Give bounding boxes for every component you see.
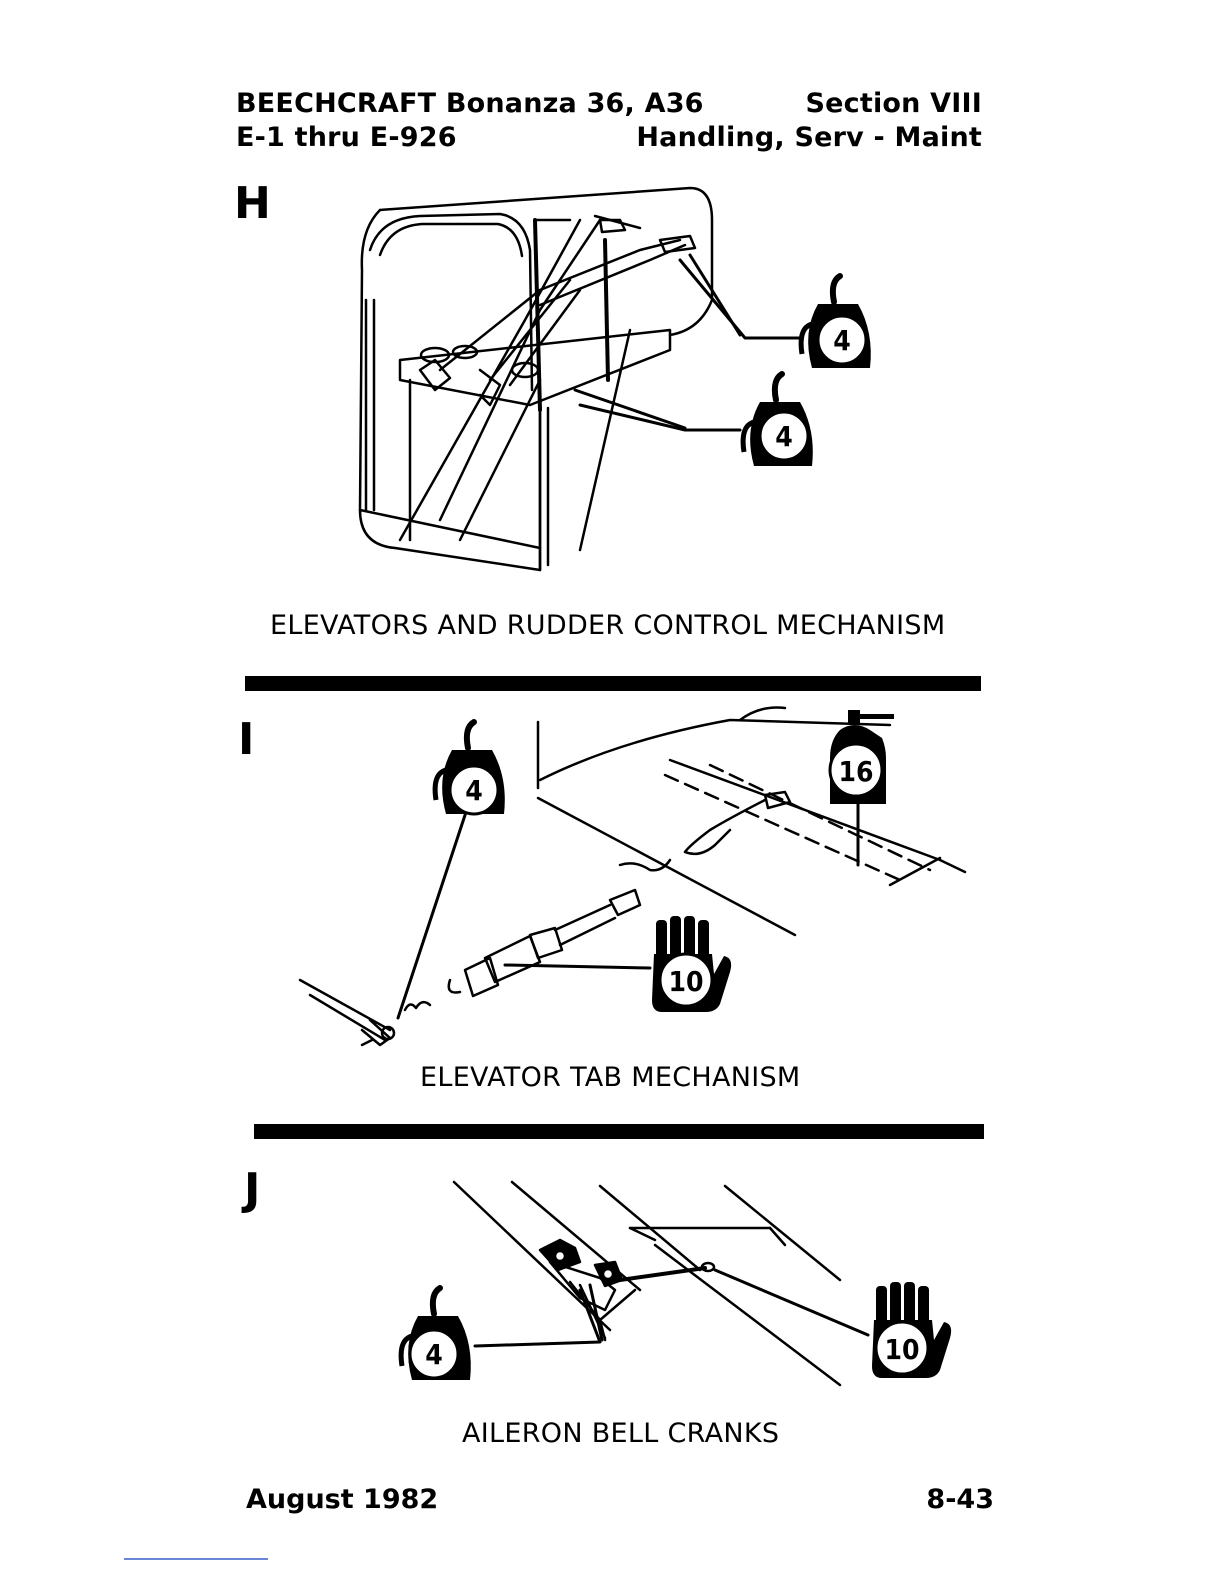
section-letter-i: I bbox=[238, 714, 254, 765]
hand-icon: 10 bbox=[646, 914, 736, 1014]
hand-icon: 10 bbox=[866, 1280, 956, 1380]
oil-can-icon: 4 bbox=[738, 370, 818, 470]
lube-number: 10 bbox=[884, 1333, 919, 1366]
lube-number: 10 bbox=[668, 965, 703, 998]
section-divider bbox=[245, 676, 981, 691]
lube-number: 4 bbox=[833, 324, 851, 357]
header-section-title: Handling, Serv - Maint bbox=[636, 122, 982, 153]
oil-can-icon: 4 bbox=[430, 718, 510, 818]
spray-can-icon: 16 bbox=[822, 708, 902, 808]
aileron-bell-cranks-illustration bbox=[440, 1170, 860, 1400]
section-letter-j: J bbox=[244, 1164, 260, 1215]
section-divider bbox=[254, 1124, 984, 1139]
footer-page-number: 8-43 bbox=[926, 1484, 994, 1515]
lube-number: 4 bbox=[425, 1338, 443, 1371]
header-title: BEECHCRAFT Bonanza 36, A36 bbox=[236, 88, 704, 119]
section-letter-h: H bbox=[234, 178, 271, 229]
header-serial-range: E-1 thru E-926 bbox=[236, 122, 457, 153]
oil-can-icon: 4 bbox=[796, 272, 876, 372]
lube-number: 4 bbox=[775, 420, 793, 453]
oil-can-icon: 4 bbox=[396, 1284, 476, 1384]
footer-date: August 1982 bbox=[246, 1484, 438, 1515]
caption-elevator-tab: ELEVATOR TAB MECHANISM bbox=[420, 1062, 801, 1093]
bottom-edge-line bbox=[124, 1558, 268, 1560]
header-section: Section VIII bbox=[805, 88, 982, 119]
lube-number: 16 bbox=[838, 755, 873, 788]
caption-elevators-rudder: ELEVATORS AND RUDDER CONTROL MECHANISM bbox=[270, 610, 945, 641]
lube-number: 4 bbox=[465, 774, 483, 807]
caption-aileron-bell-cranks: AILERON BELL CRANKS bbox=[462, 1418, 779, 1449]
